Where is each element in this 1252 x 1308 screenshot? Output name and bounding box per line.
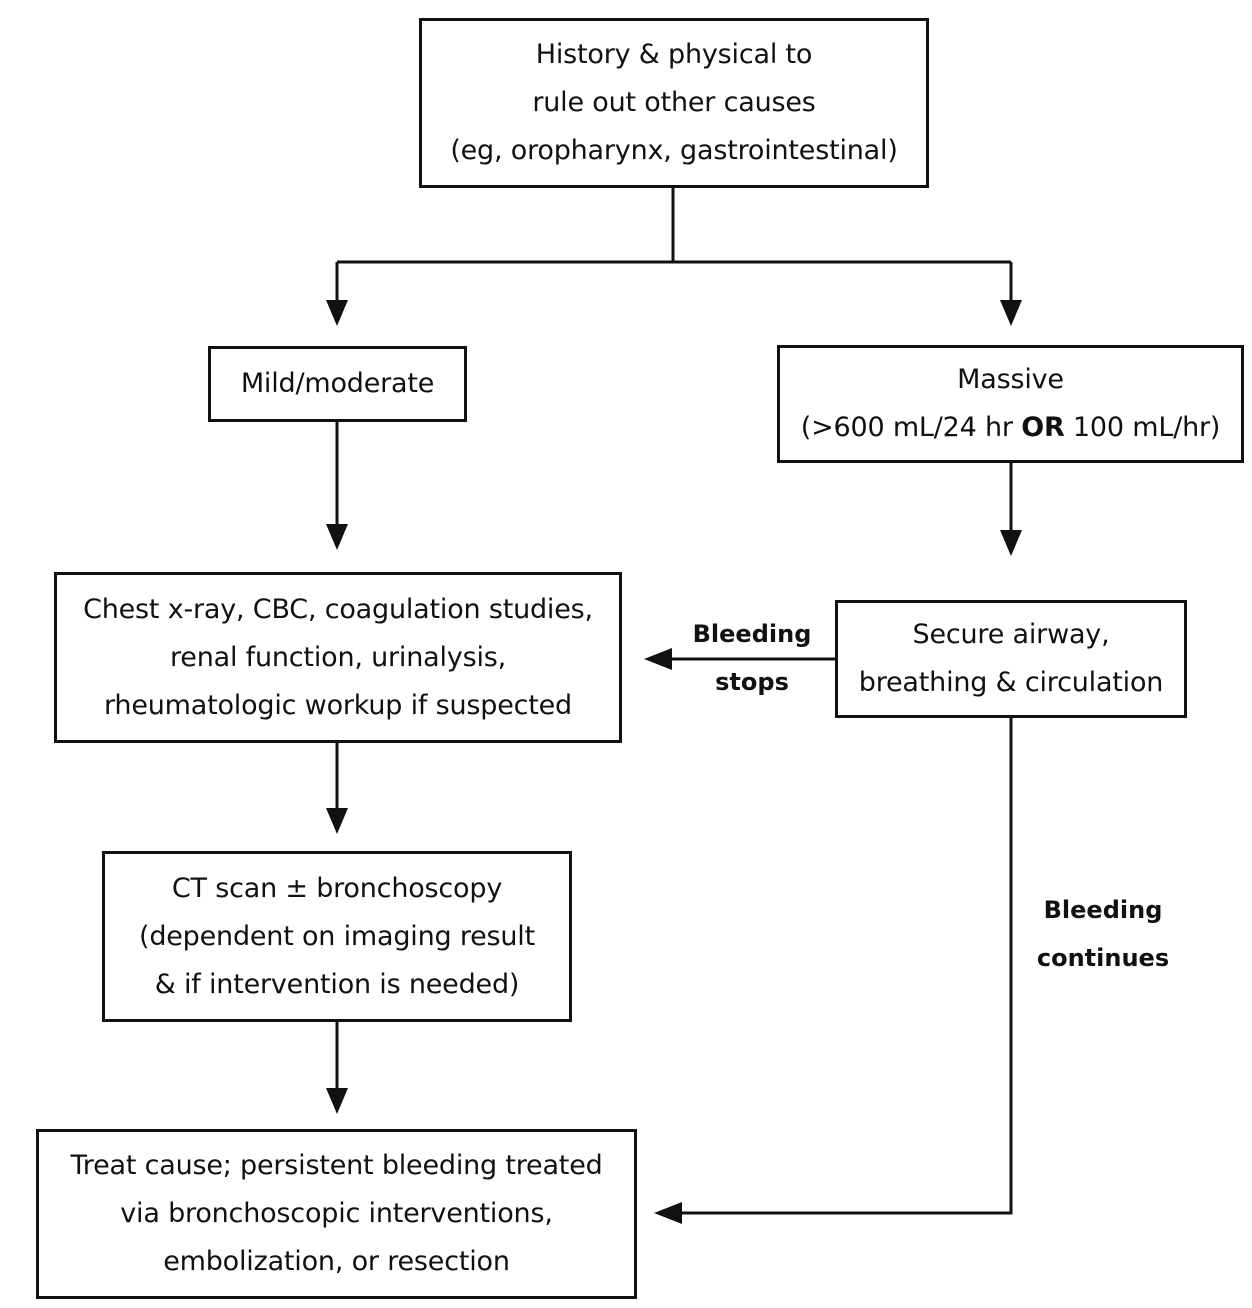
bleeding-stops-line-1: Bleeding [692, 620, 812, 648]
arrowhead-ct [326, 808, 348, 834]
secure-line-2: breathing & circulation [858, 667, 1164, 698]
treat-line-2: via bronchoscopic interventions, [120, 1198, 553, 1229]
history-line-1: History & physical to [535, 39, 813, 70]
bleeding-stops-line-2: stops [715, 668, 789, 696]
arrowhead-workup-side [644, 648, 672, 670]
massive-line-2: (>600 mL/24 hr OR 100 mL/hr) [800, 404, 1221, 452]
secure-line-1: Secure airway, [912, 619, 1110, 650]
arrow-secure-to-treat [676, 716, 1013, 1215]
bleeding-continues-line-2: continues [1036, 944, 1170, 972]
arrowhead-massive [1000, 300, 1022, 326]
ct-scan-box: CT scan ± bronchoscopy (dependent on ima… [102, 851, 572, 1022]
secure-airway-box: Secure airway, breathing & circulation [835, 600, 1187, 718]
massive-line-2-or: OR [1021, 412, 1065, 443]
ct-line-2: (dependent on imaging result [139, 920, 535, 952]
workup-line-1: Chest x-ray, CBC, coagulation studies, [83, 593, 593, 625]
workup-line-3: rheumatologic workup if suspected [103, 689, 572, 721]
arrowhead-mild [326, 300, 348, 326]
connector-history-split [337, 187, 1011, 264]
ct-line-1: CT scan ± bronchoscopy [171, 872, 503, 904]
massive-line-1: Massive [957, 364, 1064, 395]
treat-cause-box: Treat cause; persistent bleeding treated… [36, 1129, 637, 1299]
arrowhead-secure [1000, 530, 1022, 556]
mild-label: Mild/moderate [240, 368, 435, 399]
history-physical-box: History & physical to rule out other cau… [419, 18, 929, 188]
history-line-3: (eg, oropharynx, gastrointestinal) [450, 135, 898, 166]
massive-box: Massive (>600 mL/24 hr OR 100 mL/hr) [777, 345, 1244, 463]
arrowhead-treat-side [654, 1202, 682, 1224]
bleeding-continues-line-1: Bleeding [1043, 896, 1163, 924]
ct-line-3: & if intervention is needed) [154, 968, 520, 1000]
treat-line-1: Treat cause; persistent bleeding treated [70, 1150, 603, 1181]
history-line-2: rule out other causes [532, 87, 816, 118]
arrowhead-workup [326, 524, 348, 550]
massive-line-2-prefix: (>600 mL/24 hr [800, 412, 1022, 443]
bleeding-continues-label: Bleeding continues [1028, 886, 1178, 982]
massive-line-2-suffix: 100 mL/hr) [1064, 412, 1221, 443]
treat-line-3: embolization, or resection [163, 1246, 510, 1277]
mild-moderate-box: Mild/moderate [208, 346, 467, 422]
workup-line-2: renal function, urinalysis, [170, 641, 506, 673]
workup-box: Chest x-ray, CBC, coagulation studies, r… [54, 572, 622, 743]
bleeding-stops-label: Bleeding stops [682, 610, 822, 706]
arrowhead-treat [326, 1088, 348, 1114]
